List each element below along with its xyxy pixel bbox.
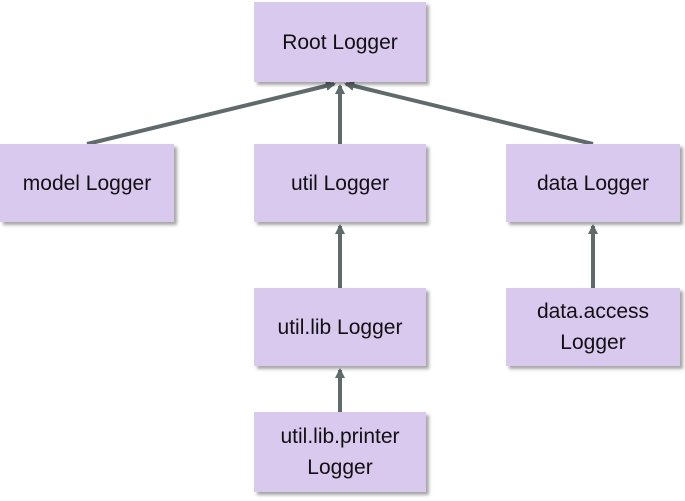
root-logger-label: Root Logger (282, 30, 398, 54)
util-lib-logger-label: util.lib Logger (277, 315, 403, 339)
data-logger-label: data Logger (536, 171, 650, 195)
data-logger-node: data Logger (506, 144, 680, 222)
root-logger-node: Root Logger (254, 2, 426, 82)
data-access-logger-node: data.access Logger (506, 288, 680, 366)
data-access-logger-label-line2: Logger (560, 331, 626, 354)
util-lib-printer-logger-label-line2: Logger (307, 456, 373, 479)
util-lib-printer-logger-node: util.lib.printer Logger (254, 412, 426, 492)
util-logger-label: util Logger (290, 171, 390, 195)
model-logger-node: model Logger (0, 144, 174, 222)
util-logger-node: util Logger (254, 144, 426, 222)
edge-model-to-root (86, 81, 336, 146)
edge-data-to-root (344, 81, 594, 146)
util-lib-printer-logger-label-line1: util.lib.printer (280, 425, 400, 448)
data-access-logger-label-line1: data.access (536, 300, 650, 323)
util-lib-logger-node: util.lib Logger (254, 288, 426, 366)
model-logger-label: model Logger (22, 171, 152, 195)
